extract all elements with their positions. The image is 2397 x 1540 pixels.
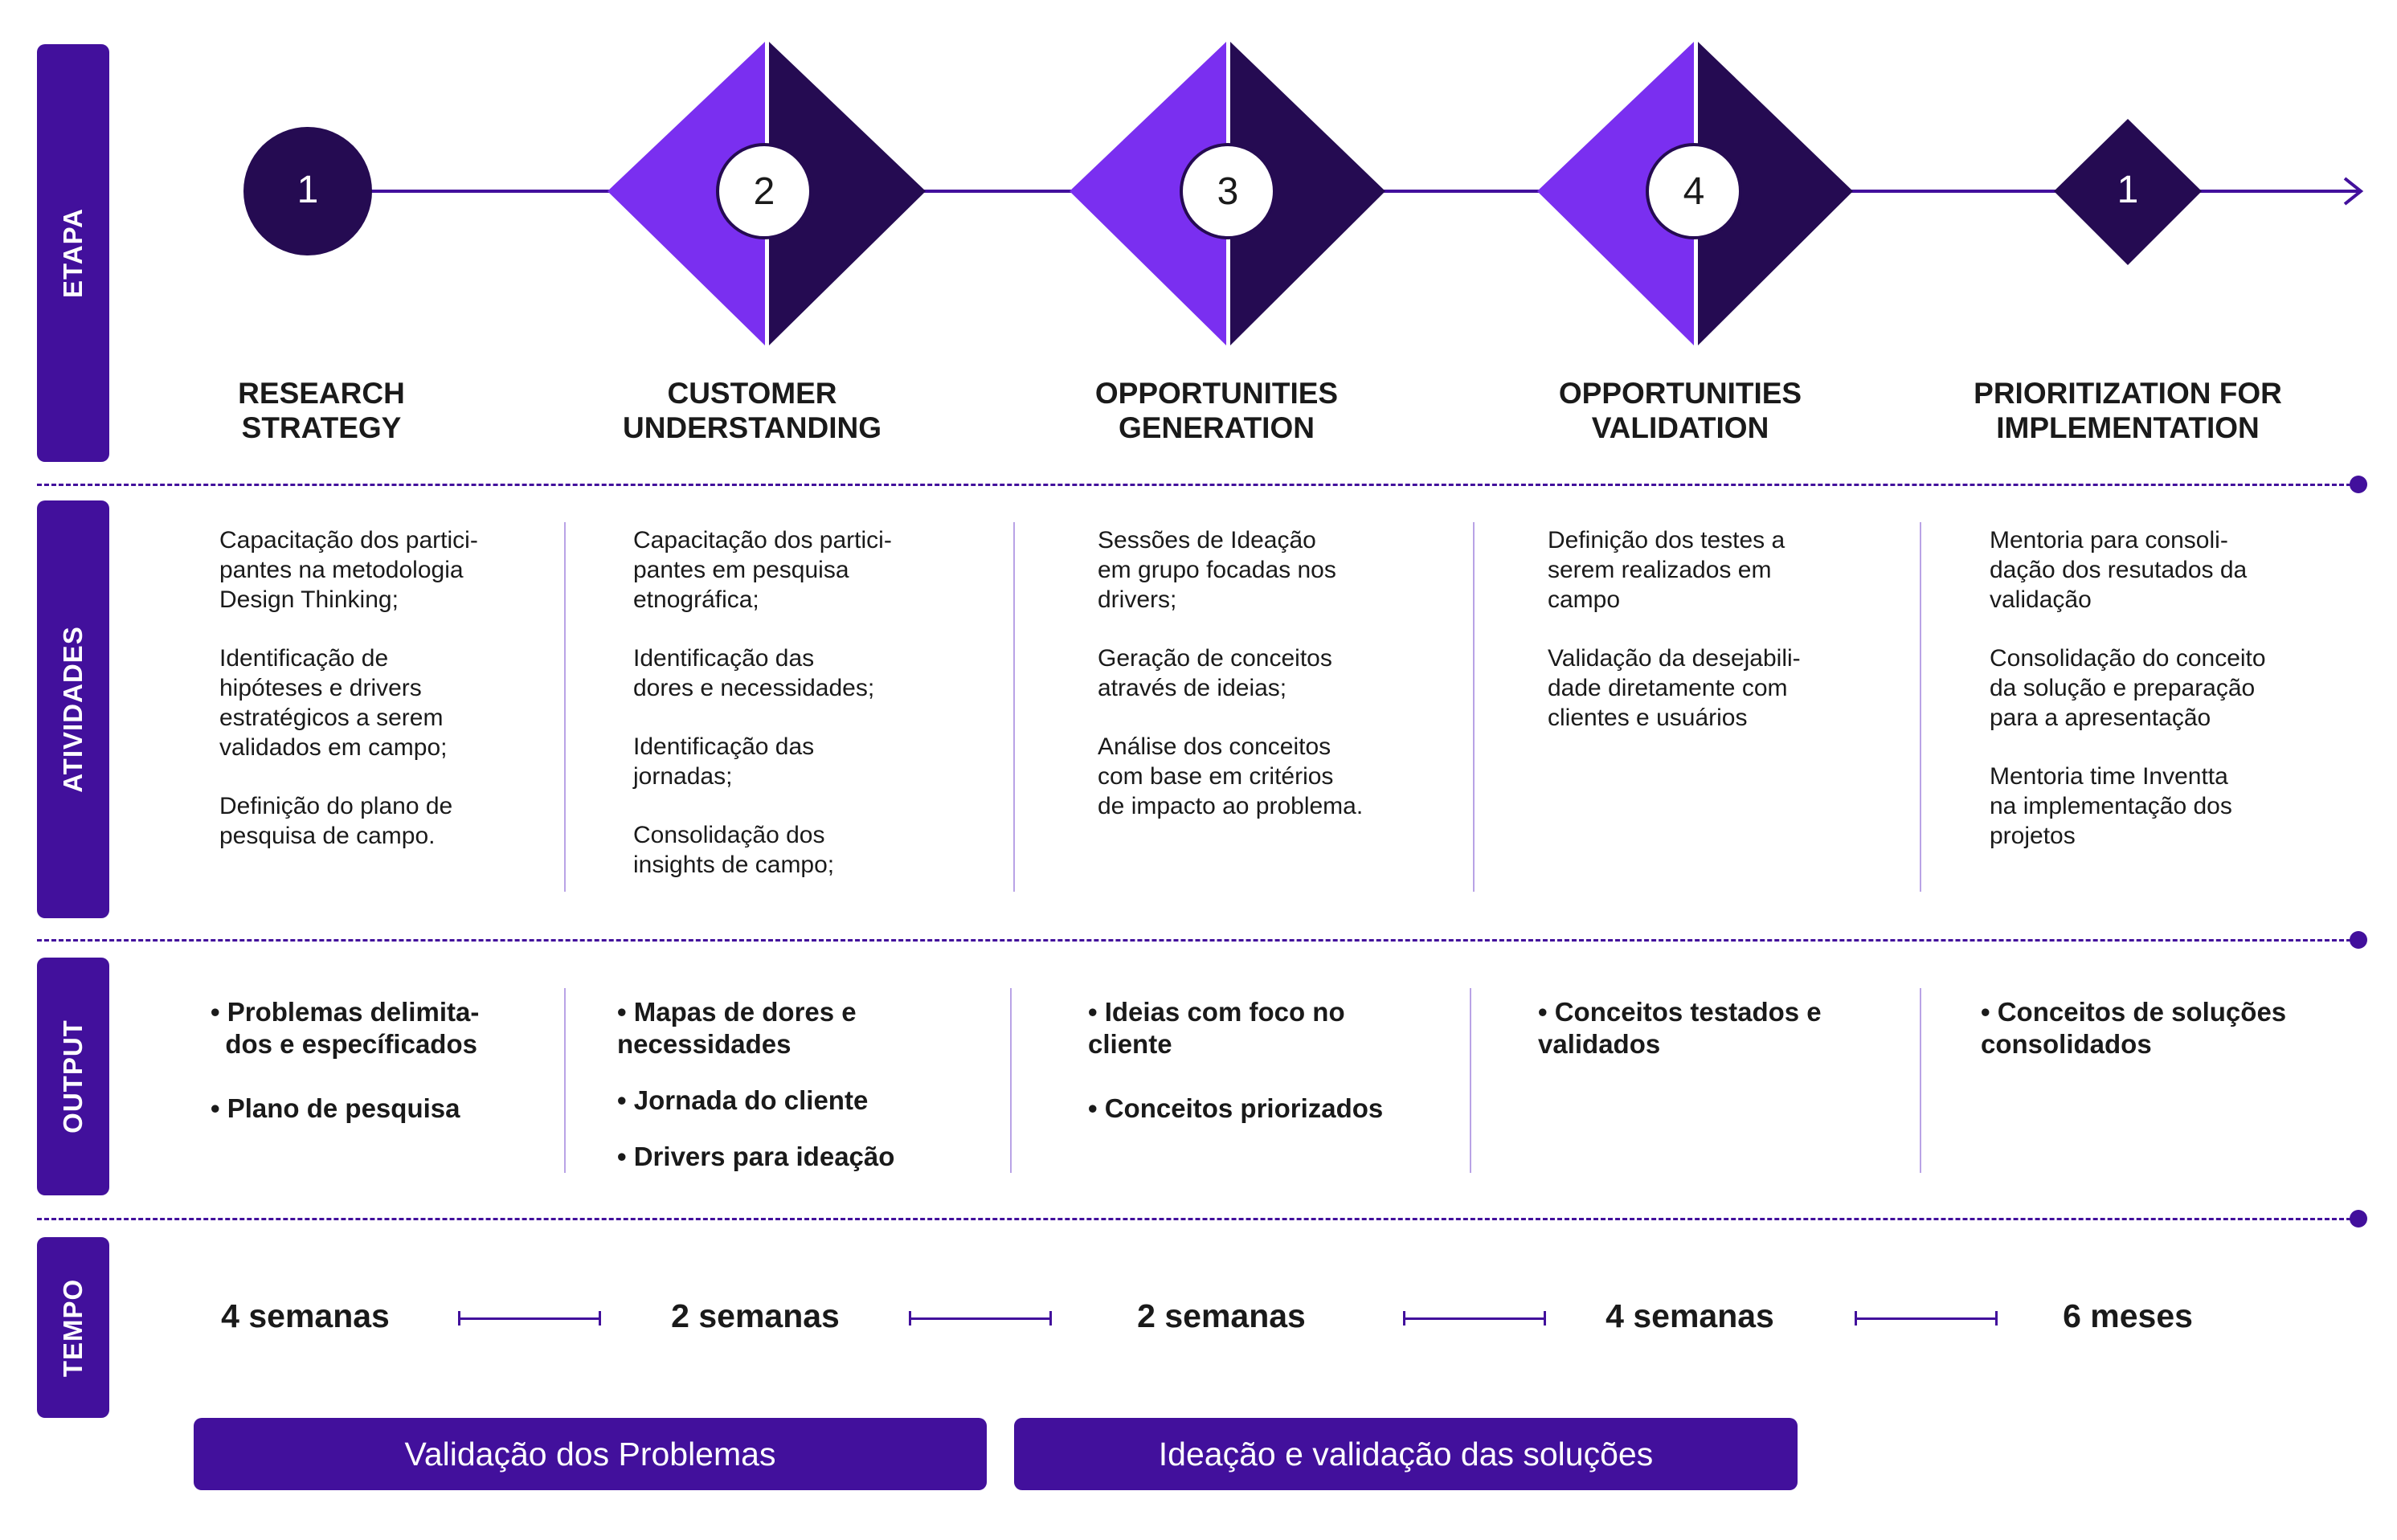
activities-divider-2: [1013, 522, 1015, 892]
stage-2-number: 2: [754, 170, 775, 213]
stage-2-circle: [716, 143, 812, 239]
activity-item: Mentoria para consoli- dação dos resutad…: [1990, 527, 2248, 613]
output-item: • Ideias com foco no cliente: [1088, 997, 1345, 1059]
stage-3-diamond-right: [1230, 42, 1385, 345]
output-item: • Jornada do cliente: [617, 1085, 869, 1115]
separator-etapa-atividades: [37, 484, 2351, 486]
output-item: • Conceitos testados e validados: [1538, 997, 1822, 1059]
activity-item: Consolidação dos insights de campo;: [633, 822, 835, 878]
separator-dot-1: [2350, 476, 2367, 493]
output-divider-2: [1010, 988, 1012, 1173]
stage-5-diamond: [2054, 119, 2202, 265]
activities-column-5: Mentoria para consoli- dação dos resutad…: [1990, 525, 2327, 880]
phase-solution-ideation: Ideação e validação das soluções: [1014, 1418, 1798, 1490]
output-item: • Plano de pesquisa: [211, 1093, 460, 1123]
activities-divider-1: [564, 522, 566, 892]
activities-column-4: Definição dos testes a serem realizados …: [1548, 525, 1885, 762]
output-divider-1: [564, 988, 566, 1173]
stage-2-diamond-right: [769, 42, 926, 345]
output-column-3: • Ideias com foco no cliente • Conceitos…: [1088, 996, 1426, 1157]
duration-connector-1: [458, 1311, 601, 1326]
activities-column-3: Sessões de Ideação em grupo focadas nos …: [1098, 525, 1435, 850]
row-label-output: OUTPUT: [37, 958, 109, 1195]
duration-stage-5: 6 meses: [2063, 1297, 2193, 1334]
output-divider-3: [1470, 988, 1471, 1173]
output-column-1: • Problemas delimita- dos e específicado…: [211, 996, 548, 1157]
separator-atividades-output: [37, 939, 2351, 942]
phase-problem-validation: Validação dos Problemas: [194, 1418, 987, 1490]
output-item: • Conceitos de soluções consolidados: [1981, 997, 2287, 1059]
separator-output-tempo: [37, 1218, 2351, 1220]
separator-dot-3: [2350, 1210, 2367, 1228]
duration-connector-3: [1403, 1311, 1546, 1326]
row-label-etapa: ETAPA: [37, 44, 109, 462]
activity-item: Sessões de Ideação em grupo focadas nos …: [1098, 527, 1336, 613]
stage-3-number: 3: [1217, 170, 1239, 213]
output-item: • Problemas delimita- dos e específicado…: [211, 997, 480, 1059]
separator-dot-2: [2350, 931, 2367, 949]
duration-connector-2: [909, 1311, 1052, 1326]
output-column-5: • Conceitos de soluções consolidados: [1981, 996, 2318, 1093]
activity-item: Definição do plano de pesquisa de campo.: [219, 793, 453, 849]
activity-item: Consolidação do conceito da solução e pr…: [1990, 645, 2266, 731]
output-item: • Drivers para ideação: [617, 1142, 895, 1171]
stage-4-circle: [1646, 143, 1742, 239]
activity-item: Capacitação dos partici- pantes na metod…: [219, 527, 478, 613]
activity-item: Validação da desejabili- dade diretament…: [1548, 645, 1801, 731]
stage-timeline: 1 2 3 4 1: [243, 42, 2364, 345]
stage-4-number: 4: [1683, 170, 1705, 213]
stage-4-diamond-left: [1537, 42, 1694, 345]
row-label-atividades: ATIVIDADES: [37, 500, 109, 918]
output-column-2: • Mapas de dores e necessidades • Jornad…: [617, 996, 955, 1205]
output-item: • Conceitos priorizados: [1088, 1093, 1384, 1123]
duration-stage-3: 2 semanas: [1137, 1297, 1306, 1334]
timeline-arrowhead: [2343, 177, 2364, 206]
output-divider-4: [1920, 988, 1921, 1173]
duration-stage-4: 4 semanas: [1605, 1297, 1774, 1334]
activity-item: Definição dos testes a serem realizados …: [1548, 527, 1785, 613]
activities-column-2: Capacitação dos partici- pantes em pesqu…: [633, 525, 971, 909]
activity-item: Mentoria time Inventta na implementação …: [1990, 763, 2232, 849]
row-label-tempo: TEMPO: [37, 1237, 109, 1418]
activities-divider-3: [1473, 522, 1475, 892]
duration-stage-2: 2 semanas: [671, 1297, 840, 1334]
stage-1-number: 1: [297, 169, 319, 211]
duration-stage-1: 4 semanas: [221, 1297, 390, 1334]
activity-item: Identificação das jornadas;: [633, 733, 815, 790]
activity-item: Identificação das dores e necessidades;: [633, 645, 875, 701]
stage-3-circle: [1180, 143, 1276, 239]
output-item: • Mapas de dores e necessidades: [617, 997, 857, 1059]
stage-3-diamond-left: [1070, 42, 1226, 345]
activity-item: Identificação de hipóteses e drivers est…: [219, 645, 448, 761]
duration-connector-4: [1855, 1311, 1998, 1326]
stage-1-marker: [243, 127, 372, 255]
activities-divider-4: [1920, 522, 1921, 892]
activity-item: Capacitação dos partici- pantes em pesqu…: [633, 527, 892, 613]
output-column-4: • Conceitos testados e validados: [1538, 996, 1875, 1093]
activity-item: Análise dos conceitos com base em critér…: [1098, 733, 1364, 819]
stage-2-diamond-left: [607, 42, 765, 345]
activities-column-1: Capacitação dos partici- pantes na metod…: [219, 525, 557, 880]
stage-5-number: 1: [2117, 169, 2139, 211]
activity-item: Geração de conceitos através de ideias;: [1098, 645, 1332, 701]
stage-4-diamond-right: [1698, 42, 1853, 345]
